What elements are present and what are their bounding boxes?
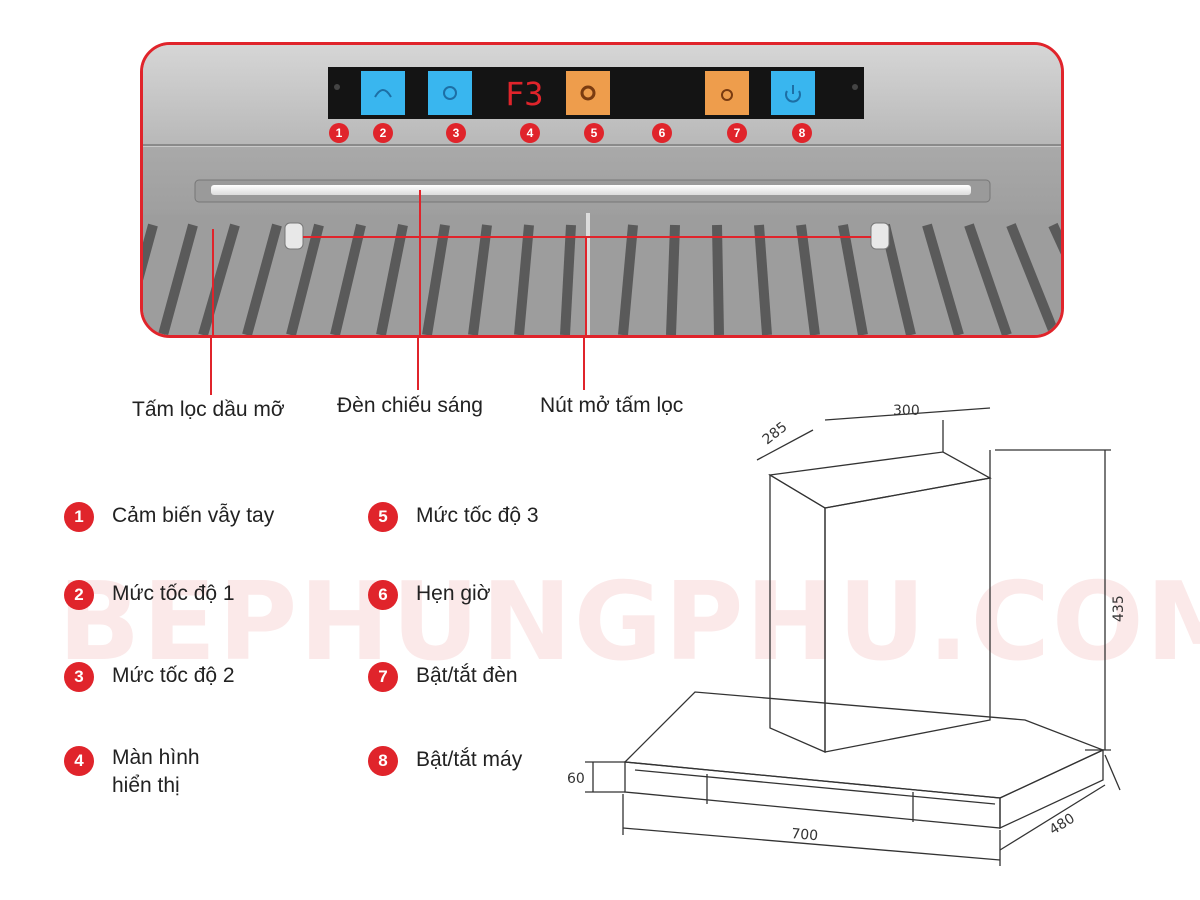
- legend-label: Bật/tắt máy: [416, 748, 523, 771]
- wave-icon: [374, 89, 392, 98]
- watermark: BEPHUNGPHU.COM: [58, 560, 1200, 685]
- callout-light: Đèn chiếu sáng: [337, 394, 483, 417]
- speed-3-button[interactable]: [566, 71, 610, 115]
- fan-icon: [443, 86, 457, 100]
- legend-item: 3 Mức tốc độ 2: [64, 662, 282, 692]
- filter-release-knob-right[interactable]: [870, 222, 890, 250]
- legend-item: 1 Cảm biến vẫy tay: [64, 502, 282, 532]
- dimension-drawing: 300 285 435 60 700 480: [567, 403, 1127, 866]
- light-toggle-button[interactable]: [705, 71, 749, 115]
- filter-release-knob-left[interactable]: [284, 222, 304, 250]
- legend-label: Mức tốc độ 3: [416, 504, 539, 527]
- callout-grease-filter: Tấm lọc dầu mỡ: [132, 398, 285, 421]
- legend-number: 7: [368, 662, 398, 692]
- dim-width: 700: [791, 826, 819, 844]
- legend-label: Mức tốc độ 1: [112, 582, 235, 605]
- panel-badge: 5: [591, 126, 598, 140]
- panel-badge: 7: [734, 126, 741, 140]
- grease-filter: [143, 213, 1061, 335]
- panel-badge: 1: [336, 126, 343, 140]
- legend-number: 8: [368, 746, 398, 776]
- legend-number: 3: [64, 662, 94, 692]
- chimney-front-face: [824, 477, 991, 753]
- legend-item: 2 Mức tốc độ 1: [64, 580, 282, 610]
- legend-item: 7 Bật/tắt đèn: [368, 662, 586, 692]
- legend-number: 6: [368, 580, 398, 610]
- panel-badge: 3: [453, 126, 460, 140]
- legend-label: Bật/tắt đèn: [416, 664, 518, 687]
- legend-number: 5: [368, 502, 398, 532]
- panel-badge: 6: [659, 126, 666, 140]
- hood-side: [999, 748, 1104, 830]
- hood-front: [624, 761, 1001, 829]
- power-icon: [785, 85, 801, 103]
- gesture-sensor-button[interactable]: [361, 71, 405, 115]
- chimney-left-face: [769, 473, 826, 753]
- hood-photo: F3 1 2 3 4 5 6 7 8: [140, 42, 1064, 338]
- panel-badge: 2: [380, 126, 387, 140]
- legend-label: Màn hình hiển thị: [112, 746, 200, 797]
- legend-label: Mức tốc độ 2: [112, 664, 235, 687]
- dim-chimney-width: 300: [893, 403, 920, 419]
- legend-label: Cảm biến vẫy tay: [112, 504, 275, 527]
- panel-badge: 4: [527, 126, 534, 140]
- light-strip: [211, 185, 971, 195]
- legend-label: Hẹn giờ: [416, 582, 491, 605]
- speed-1-button[interactable]: [428, 71, 472, 115]
- dim-height: 435: [1111, 595, 1127, 622]
- dim-depth: 480: [1047, 811, 1078, 839]
- legend-item: 5 Mức tốc độ 3: [368, 502, 586, 532]
- legend-item: 8 Bật/tắt máy: [368, 746, 586, 776]
- callout-filter-button: Nút mở tấm lọc: [540, 394, 684, 417]
- panel-badge: 8: [799, 126, 806, 140]
- fan-icon: [580, 85, 596, 101]
- legend-number: 4: [64, 746, 94, 776]
- bulb-icon: [721, 89, 733, 101]
- legend-item: 4 Màn hình hiển thị: [64, 744, 232, 800]
- chimney-top: [768, 451, 992, 509]
- legend-number: 2: [64, 580, 94, 610]
- digit-display: F3: [505, 75, 544, 113]
- dim-hood-height: 60: [567, 771, 585, 787]
- legend-number: 1: [64, 502, 94, 532]
- legend-item: 6 Hẹn giờ: [368, 580, 586, 610]
